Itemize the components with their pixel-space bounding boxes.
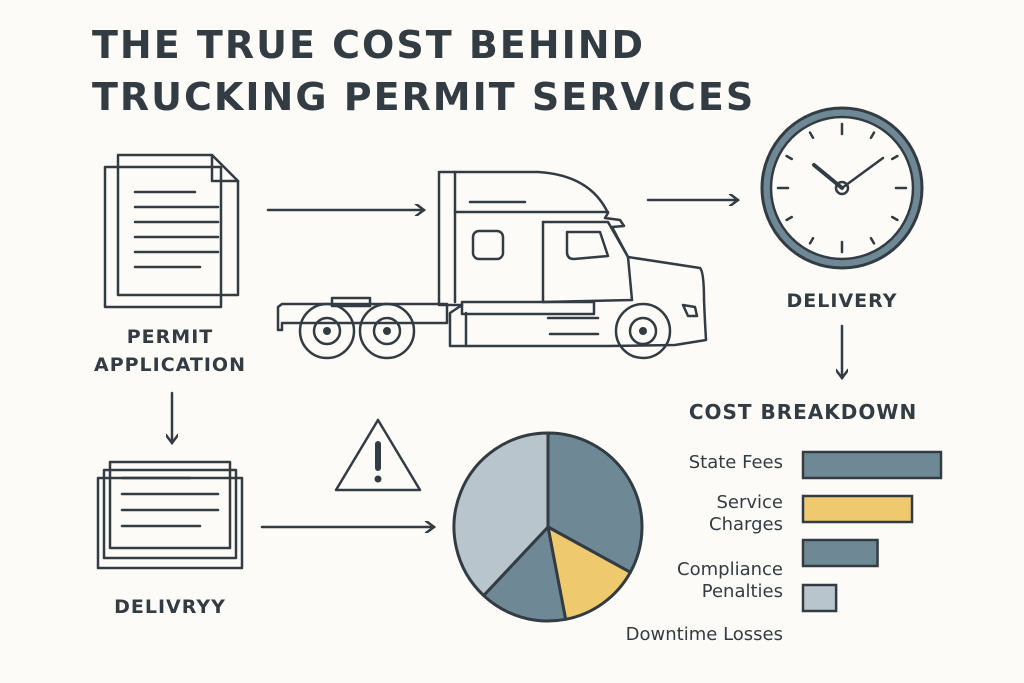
- cost-bar-chart: State FeesServiceChargesCompliancePenalt…: [626, 450, 943, 645]
- truck-icon: [276, 170, 708, 360]
- delivery-clock-label: DELIVERY: [787, 290, 898, 312]
- clock-tick: [869, 131, 876, 140]
- pie-slice: [546, 525, 632, 621]
- permit-label-line-2: APPLICATION: [94, 354, 246, 376]
- bar-label: Charges: [709, 514, 783, 535]
- clock-tick: [890, 215, 899, 222]
- clock-tick: [785, 154, 794, 161]
- pie-slice: [546, 431, 644, 574]
- bar-label: Compliance: [677, 559, 783, 580]
- clock-tick: [869, 236, 876, 245]
- bar: [801, 538, 879, 568]
- document-icon: [103, 153, 240, 309]
- warning-icon: [334, 418, 422, 492]
- bar: [801, 450, 943, 480]
- bar-label: Downtime Losses: [626, 624, 783, 645]
- permit-label-line-1: PERMIT: [127, 326, 213, 348]
- bar: [801, 583, 838, 613]
- cost-pie-chart: [452, 431, 644, 623]
- pie-slice: [482, 525, 568, 623]
- stacked-documents-icon: [96, 460, 244, 570]
- clock-tick: [785, 215, 794, 222]
- delivery-docs-label: DELIVRYY: [114, 596, 226, 618]
- clock-tick: [808, 131, 815, 140]
- clock-tick: [890, 154, 899, 161]
- bar-label: State Fees: [689, 452, 783, 473]
- clock-icon: [760, 106, 924, 270]
- bar-label: Service: [716, 492, 783, 513]
- title-line-2: TRUCKING PERMIT SERVICES: [92, 75, 755, 119]
- bar-label: Penalties: [702, 581, 783, 602]
- clock-tick: [808, 236, 815, 245]
- cost-breakdown-title: COST BREAKDOWN: [689, 400, 917, 424]
- pie-slice: [452, 431, 550, 598]
- bar: [801, 494, 914, 524]
- title-line-1: THE TRUE COST BEHIND: [92, 23, 645, 67]
